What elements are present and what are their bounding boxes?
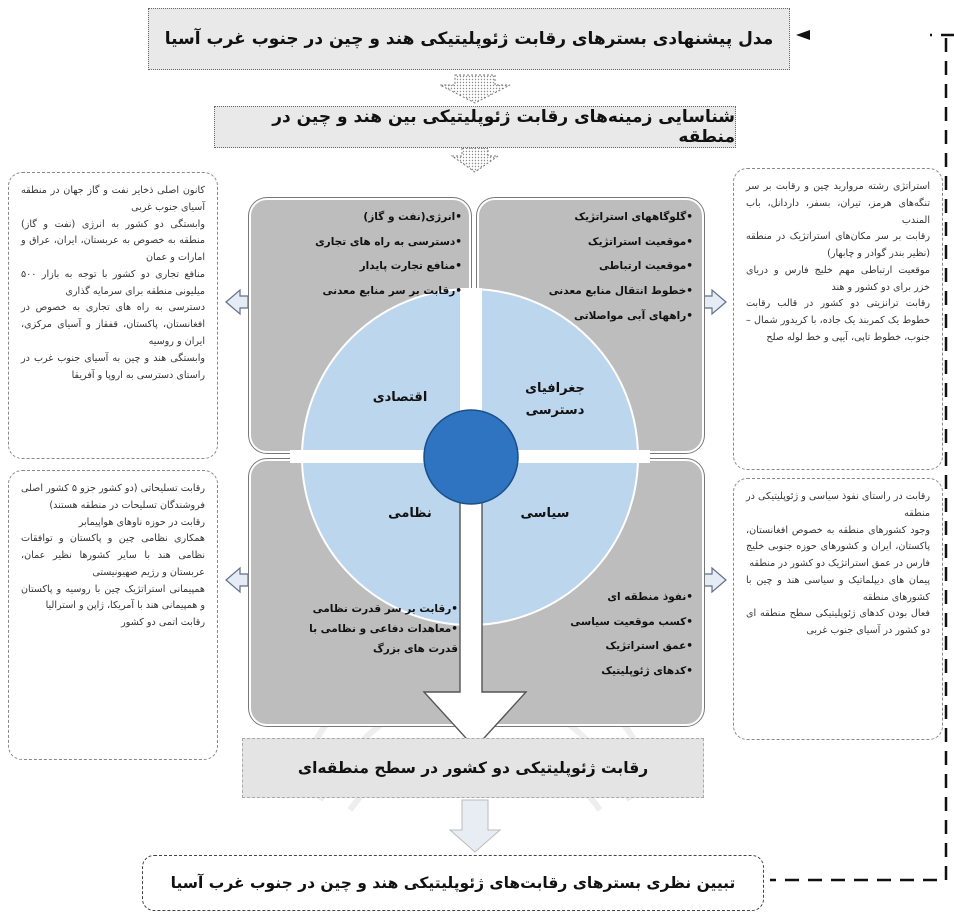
geographic-label: جغرافیای دسترسی — [510, 378, 600, 422]
military-item: •معاهدات دفاعی و نظامی با — [309, 622, 458, 635]
economic-item: •انرژی(نفت و گاز) — [363, 211, 462, 223]
left-bottom-line: همپیمانی استراتژیک چین با روسیه و پاکستا… — [21, 583, 205, 612]
arrow-right-top — [703, 288, 727, 316]
right-top-box: استراتژی رشته مروارید چین و رقابت بر سر … — [733, 168, 943, 470]
right-top-line: رقابت ترانزیتی دو کشور در قالب رقابت خطو… — [746, 298, 930, 344]
geographic-item: •موقعیت استراتژیک — [587, 235, 693, 248]
second-title: شناسایی زمینه‌های رقابت ژئوپلیتیکی بین ه… — [272, 107, 735, 147]
economic-item: •رقابت بر سر منابع معدنی — [322, 285, 463, 298]
political-item: •عمق استراتژیک — [605, 640, 693, 653]
second-title-box: شناسایی زمینه‌های رقابت ژئوپلیتیکی بین ه… — [214, 106, 736, 148]
top-title-box: مدل پیشنهادی بسترهای رقابت ژئوپلیتیکی هن… — [148, 8, 790, 70]
left-bottom-box: رقابت تسلیحاتی (دو کشور جزو ۵ کشور اصلی … — [8, 470, 218, 760]
geographic-label-line2: دسترسی — [525, 403, 585, 419]
left-bottom-line: رقابت اتمی دو کشور — [121, 617, 205, 629]
economic-item: •دسترسی به راه های تجاری — [315, 235, 462, 248]
geographic-item: •راههای آبی مواصلاتی — [574, 309, 693, 322]
dotted-arrow-2 — [450, 147, 500, 173]
left-bottom-line: رقابت در حوزه ناوهای هواپیمابر — [78, 516, 205, 528]
arrow-right-bottom — [703, 566, 727, 594]
geographic-list: •گلوگاههای استراتژیک •موقعیت استراتژیک •… — [493, 205, 693, 328]
right-top-line: استراتژی رشته مروارید چین و رقابت بر سر … — [746, 181, 930, 226]
economic-label: اقتصادی — [372, 390, 428, 405]
political-label: سیاسی — [520, 506, 570, 521]
left-top-line: کانون اصلی ذخایر نفت و گاز جهان در منطقه… — [21, 185, 205, 213]
left-top-line: وابستگی دو کشور به انرژی (نفت و گاز) منط… — [21, 218, 205, 264]
left-top-line: دسترسی به راه های تجاری به خصوص در افغان… — [21, 302, 205, 348]
center-blue-circle — [423, 409, 519, 505]
economic-list: •انرژی(نفت و گاز) •دسترسی به راه های تجا… — [262, 205, 462, 304]
geographic-label-line1: جغرافیای — [525, 381, 585, 396]
arrow-left-bottom — [225, 566, 249, 594]
left-top-box: کانون اصلی ذخایر نفت و گاز جهان در منطقه… — [8, 172, 218, 459]
economic-item: •منافع تجارت پایدار — [359, 260, 462, 273]
left-top-line: وابستگی هند و چین به آسیای جنوب غرب در ر… — [21, 352, 205, 381]
political-item: •کدهای ژئوپلیتیک — [601, 665, 693, 678]
feedback-dashed-line — [770, 33, 954, 882]
left-bottom-line: رقابت تسلیحاتی (دو کشور جزو ۵ کشور اصلی … — [21, 483, 205, 511]
dotted-arrow-1 — [439, 74, 511, 104]
right-top-line: رقابت بر سر مکان‌های استراتژیک در منطقه … — [746, 231, 930, 260]
left-bottom-line: همکاری نظامی چین و پاکستان و توافقات نظا… — [21, 533, 205, 578]
right-bottom-box: رقابت در راستای نفوذ سیاسی و ژئوپلیتیکی … — [733, 478, 943, 740]
political-item: •کسب موقعیت سیاسی — [570, 615, 693, 628]
geographic-item: •خطوط انتقال منابع معدنی — [548, 285, 693, 298]
result-title: رقابت ژئوپلیتیکی دو کشور در سطح منطقه‌ای — [297, 759, 649, 777]
arrow-left-top — [225, 288, 249, 316]
bottom-title-box: تبیین نظری بسترهای رقابت‌های ژئوپلیتیکی … — [142, 855, 764, 911]
military-item: •رقابت بر سر قدرت نظامی — [312, 603, 458, 615]
geographic-item: •گلوگاههای استراتژیک — [574, 211, 693, 223]
right-bottom-line: رقابت در راستای نفوذ سیاسی و ژئوپلیتیکی … — [746, 491, 930, 519]
political-item: •نفوذ منطقه ای — [607, 591, 693, 603]
light-arrow-3 — [448, 799, 502, 853]
bottom-title: تبیین نظری بسترهای رقابت‌های ژئوپلیتیکی … — [170, 874, 736, 892]
military-item: قدرت های بزرگ — [373, 642, 458, 655]
right-bottom-line: فعال بودن کدهای ژئوپلیتیکی سطح منطقه ای … — [746, 608, 930, 637]
political-list: •نفوذ منطقه ای •کسب موقعیت سیاسی •عمق اس… — [493, 585, 693, 684]
geographic-item: •موقعیت ارتباطی — [599, 260, 693, 273]
right-bottom-line: پیمان های دیپلماتیک و سیاسی هند و چین با… — [746, 574, 930, 603]
military-list: •رقابت بر سر قدرت نظامی •معاهدات دفاعی و… — [258, 600, 458, 660]
feedback-arrow-head — [796, 30, 810, 40]
top-title: مدل پیشنهادی بسترهای رقابت ژئوپلیتیکی هن… — [164, 29, 774, 49]
result-box: رقابت ژئوپلیتیکی دو کشور در سطح منطقه‌ای — [242, 738, 704, 798]
military-label: نظامی — [388, 506, 432, 521]
right-top-line: موقعیت ارتباطی مهم خلیج فارس و دریای خزر… — [746, 264, 930, 293]
left-top-line: منافع تجاری دو کشور با توجه به بازار ۵۰۰… — [21, 268, 205, 297]
right-bottom-line: وجود کشورهای منطقه به خصوص افغانستان، پا… — [746, 524, 930, 570]
